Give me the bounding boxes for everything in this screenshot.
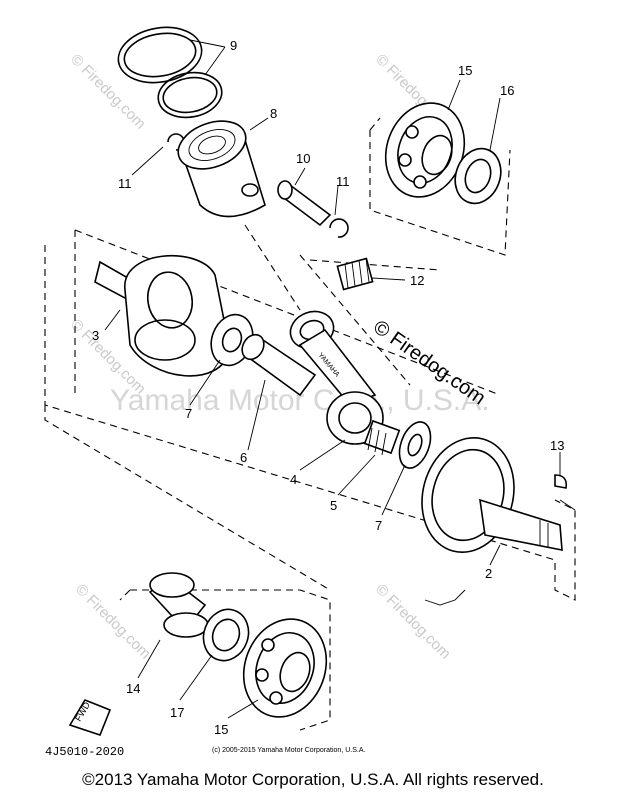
- watermark-top-left: © Firedog.com: [67, 51, 149, 133]
- callout-7-right: 7: [375, 518, 382, 533]
- crank-pin: [241, 333, 317, 397]
- bearing-bottom: [242, 618, 328, 718]
- callout-2: 2: [485, 566, 492, 581]
- callout-6: 6: [240, 450, 247, 465]
- watermark-bottom-left: © Firedog.com: [72, 581, 154, 663]
- callout-5: 5: [330, 498, 337, 513]
- parts-diagram: © Firedog.com © Firedog.com © Firedog.co…: [44, 26, 576, 759]
- leader-lines: [104, 39, 561, 719]
- callout-17: 17: [170, 705, 184, 720]
- spacer-collar: [148, 572, 209, 638]
- diagram-small-copyright: (c) 2005-2015 Yamaha Motor Corporation, …: [212, 747, 365, 754]
- piston-pin: [277, 180, 332, 227]
- circlip-right: [329, 218, 349, 238]
- callout-15-bottom: 15: [214, 722, 228, 737]
- piston-rings: [117, 26, 223, 119]
- thrust-washer-right: [398, 421, 432, 469]
- callout-8: 8: [270, 106, 277, 121]
- crank-half-right: [421, 436, 563, 554]
- callout-3: 3: [92, 328, 99, 343]
- footer-copyright: ©2013 Yamaha Motor Corporation, U.S.A. A…: [82, 770, 544, 789]
- needle-bearing-big-end: [363, 419, 401, 456]
- diagram-code: 4J5010-2020: [45, 745, 124, 759]
- forward-arrow-icon: FWD: [68, 699, 112, 736]
- oil-seal-top: [454, 147, 502, 205]
- callout-11-pin: 11: [336, 174, 350, 189]
- callout-11-piston: 11: [118, 176, 132, 191]
- piston: [177, 120, 266, 218]
- callout-14: 14: [126, 681, 140, 696]
- callout-9: 9: [230, 38, 237, 53]
- needle-bearing-small-end: [336, 257, 374, 291]
- callout-12: 12: [410, 273, 424, 288]
- woodruff-key: [554, 474, 568, 489]
- callout-4: 4: [290, 472, 297, 487]
- callout-10: 10: [296, 151, 310, 166]
- oil-seal-bottom: [202, 608, 250, 662]
- callout-numbers: 9 8 11 10 11 12 15 16 3 7 6 4 5 7 13 2 1…: [92, 38, 564, 737]
- watermark-bottom-right: © Firedog.com: [372, 581, 454, 663]
- callout-7-left: 7: [185, 406, 192, 421]
- callout-13: 13: [550, 438, 564, 453]
- bearing-top: [384, 102, 466, 198]
- callout-16: 16: [500, 83, 514, 98]
- callout-15-top: 15: [458, 63, 472, 78]
- assembly-guidelines: [44, 117, 576, 731]
- crank-half-left: [94, 255, 231, 377]
